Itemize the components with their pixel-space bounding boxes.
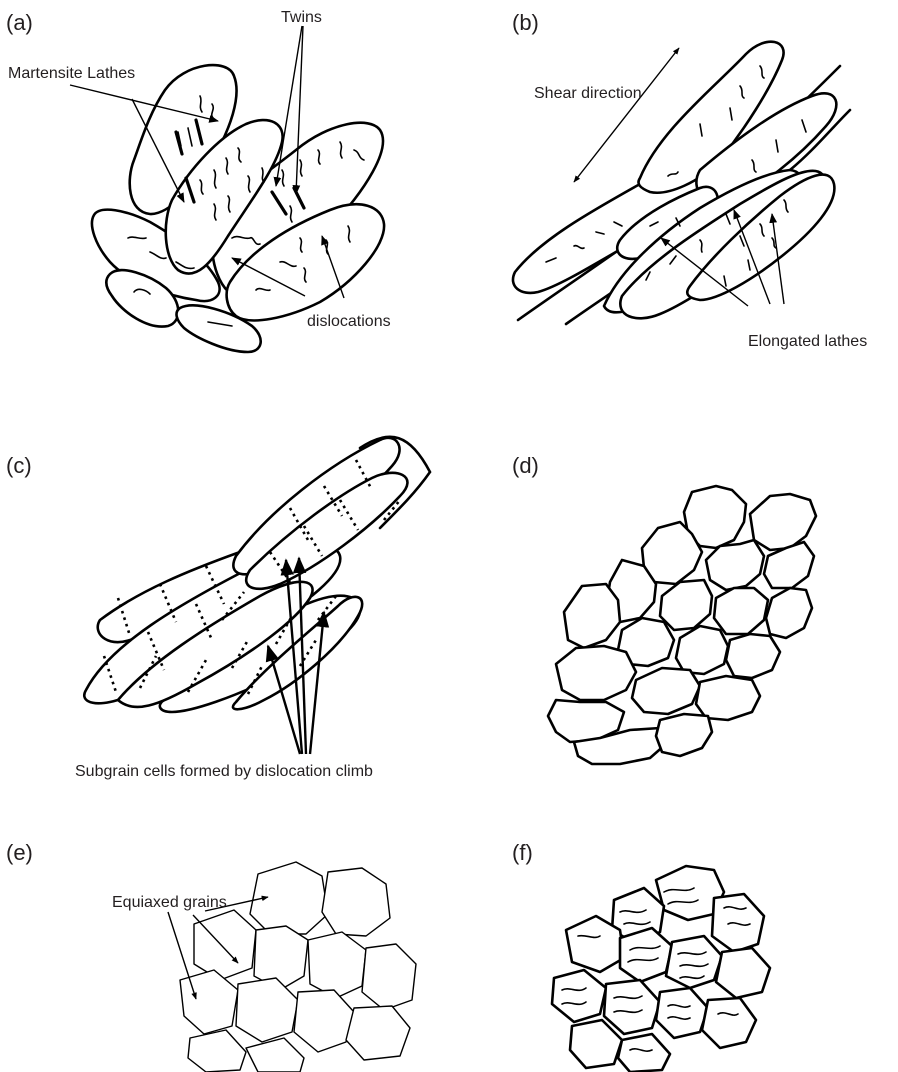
panel-c-lathes bbox=[84, 437, 430, 712]
panel-d-subgrains bbox=[548, 486, 816, 764]
label-dislocations: dislocations bbox=[307, 313, 391, 330]
panel-c-letter: (c) bbox=[6, 453, 32, 478]
panel-f-letter: (f) bbox=[512, 840, 533, 865]
panel-f: (f) bbox=[512, 840, 770, 1072]
label-subgrain-cells: Subgrain cells formed by dislocation cli… bbox=[75, 763, 373, 780]
label-elongated-lathes: Elongated lathes bbox=[748, 333, 867, 350]
panel-a: (a) bbox=[6, 9, 391, 352]
panel-b-letter: (b) bbox=[512, 10, 539, 35]
label-equiaxed-grains: Equiaxed grains bbox=[112, 894, 227, 911]
panel-d: (d) bbox=[512, 453, 816, 764]
label-shear-direction: Shear direction bbox=[534, 85, 642, 102]
panel-b: (b) Shear direction bbox=[512, 10, 867, 350]
panel-e-letter: (e) bbox=[6, 840, 33, 865]
panel-d-letter: (d) bbox=[512, 453, 539, 478]
panel-a-letter: (a) bbox=[6, 10, 33, 35]
panel-a-lathes bbox=[92, 65, 384, 352]
label-martensite-lathes: Martensite Lathes bbox=[8, 65, 135, 82]
panel-e: (e) Equiaxed grains bbox=[6, 840, 416, 1072]
panel-f-grains bbox=[552, 866, 770, 1072]
panel-c: (c) Subgrain cells formed by disl bbox=[6, 437, 430, 780]
label-twins: Twins bbox=[281, 9, 322, 26]
